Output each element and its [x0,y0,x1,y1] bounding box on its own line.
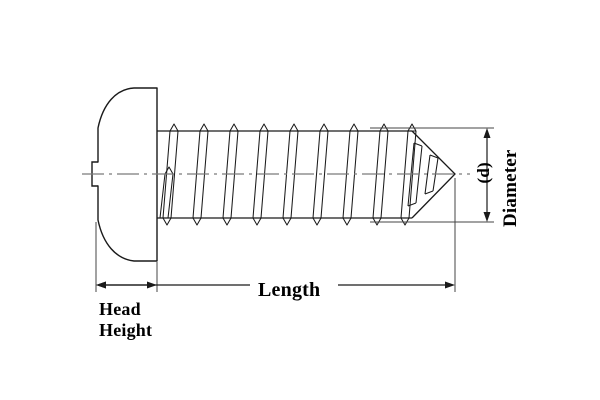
extension-lines [95,127,494,292]
dimension-diameter [483,128,491,222]
diameter-symbol-label: (d) [473,162,493,184]
head-height-dimension-label: Head Height [99,299,153,340]
screw-point [411,130,456,219]
diameter-dimension-label: Diameter [500,149,521,227]
dimension-head-height [96,281,157,289]
length-dimension-label: Length [258,279,321,301]
